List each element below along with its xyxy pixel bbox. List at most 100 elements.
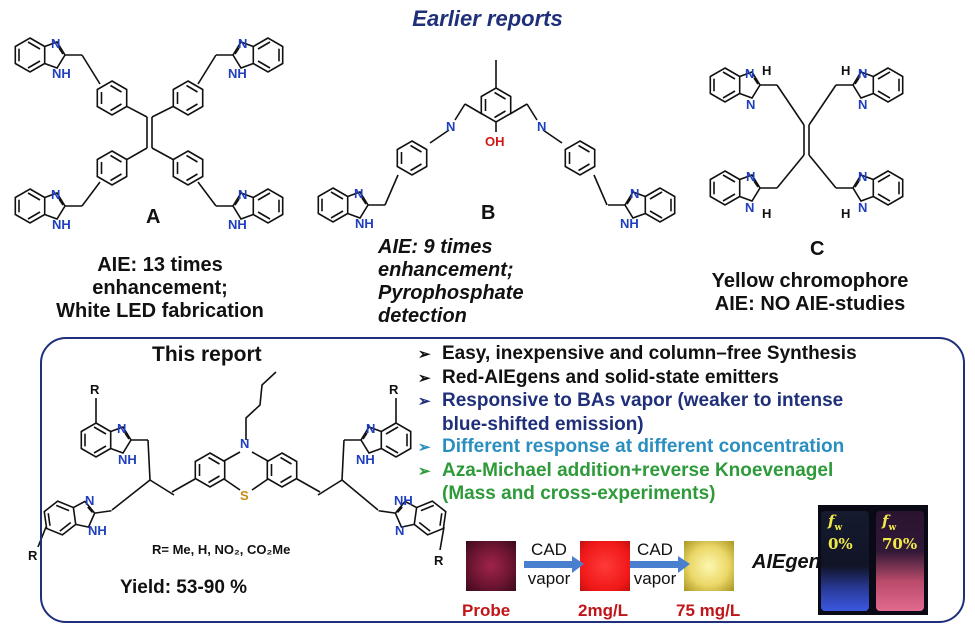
atom-nh: NH: [394, 493, 413, 508]
page-title: Earlier reports: [412, 6, 563, 31]
vial-percent: 70%: [882, 535, 918, 553]
atom-n: N: [858, 169, 867, 184]
sample-label-2mgL: 2mg/L: [578, 601, 629, 620]
atom-n: N: [745, 200, 754, 215]
fw-symbol: f: [882, 512, 889, 530]
caption-line: AIE: 13 times enhancement;: [92, 254, 228, 299]
caption-line: White LED fabrication: [56, 300, 264, 322]
atom-nh: NH: [355, 216, 374, 231]
atom-n: N: [51, 36, 60, 51]
atom-n: N: [858, 200, 867, 215]
feature-item: ➢ Aza-Michael addition+reverse Knoevenage…: [418, 460, 973, 484]
atom-nh: NH: [620, 216, 639, 231]
atom-h: H: [841, 206, 850, 221]
feature-item: ➢ Different response at different concent…: [418, 436, 973, 460]
report-title: This report: [152, 343, 262, 366]
atom-s: S: [240, 488, 249, 503]
sample-label-probe: Probe: [462, 601, 511, 620]
atom-n: N: [630, 186, 639, 201]
cad-vapor-arrow-2: CAD vapor: [626, 540, 690, 588]
atom-n: N: [746, 97, 755, 112]
cad-vapor-arrow-1: CAD vapor: [520, 540, 584, 588]
compound-a-label: A: [146, 206, 161, 228]
yield-label: Yield: 53-90 %: [120, 577, 248, 598]
vials-photo: fw 0% fw 70%: [818, 505, 928, 615]
arrow-bullet-icon: ➢: [418, 369, 431, 387]
vial-0: [821, 511, 869, 611]
atom-h: H: [841, 63, 850, 78]
arrow-bullet-icon: ➢: [418, 439, 431, 456]
feature-list: ➢ Easy, inexpensive and column–free Synth…: [418, 343, 973, 506]
atom-n: N: [858, 97, 867, 112]
this-report-panel: [40, 337, 965, 623]
atom-r: R: [90, 382, 100, 397]
arrow-bullet-icon: ➢: [418, 462, 431, 480]
atom-h: H: [762, 206, 771, 221]
feature-text: Responsive to BAs vapor (weaker to inten…: [442, 390, 844, 411]
arrow-label: CAD: [531, 540, 567, 559]
atom-h: H: [762, 63, 771, 78]
feature-text: Easy, inexpensive and column–free Synthe…: [442, 343, 857, 364]
atom-n: N: [85, 493, 94, 508]
substituent-list: R= Me, H, NO₂, CO₂Me: [152, 542, 291, 557]
feature-text: Different response at different concentr…: [442, 436, 845, 457]
arrow-label: CAD: [637, 540, 673, 559]
atom-n: N: [238, 36, 247, 51]
feature-continuation: (Mass and cross-experiments): [442, 483, 716, 504]
atom-r: R: [434, 553, 444, 568]
sample-label-75mgL: 75 mg/L: [676, 601, 741, 620]
vial-percent: 0%: [828, 535, 853, 553]
atom-nh: NH: [228, 66, 247, 81]
probe-75mgL-photo: [684, 541, 734, 591]
atom-r: R: [389, 382, 399, 397]
arrow-label: vapor: [633, 569, 677, 588]
atom-n: N: [446, 119, 455, 134]
atom-n: N: [354, 186, 363, 201]
arrow-bullet-icon: ➢: [418, 393, 431, 410]
caption-line: AIE: 9 times enhancement;: [378, 236, 514, 281]
probe-photo: [466, 541, 516, 591]
atom-n: N: [395, 523, 404, 538]
vial-70: [876, 511, 924, 611]
caption-line: Pyrophosphate detection: [378, 282, 524, 327]
feature-text: Red-AIEgens and solid-state emitters: [442, 366, 779, 388]
atom-nh: NH: [52, 66, 71, 81]
compound-a-structure: N NH N NH N NH N NH: [14, 36, 284, 232]
atom-nh: NH: [118, 452, 137, 467]
atom-r: R: [28, 548, 38, 563]
fw-symbol: f: [828, 512, 835, 530]
compound-a-caption: AIE: 13 times enhancement; White LED fab…: [30, 254, 290, 323]
feature-continuation: blue-shifted emission): [442, 413, 644, 435]
vial-70-label: fw 70%: [882, 513, 917, 552]
atom-nh: NH: [356, 452, 375, 467]
caption-line: AIE: NO AIE-studies: [714, 293, 906, 315]
fw-subscript: w: [834, 523, 843, 533]
compound-b-caption: AIE: 9 times enhancement; Pyrophosphate …: [378, 236, 618, 328]
atom-n: N: [746, 169, 755, 184]
right-arrow-icon: [630, 556, 690, 573]
atom-n: N: [238, 187, 247, 202]
atom-n: N: [366, 421, 375, 436]
atom-n: N: [537, 119, 546, 134]
atom-n: N: [858, 66, 867, 81]
compound-b-structure: N N OH N NH N NH: [317, 60, 676, 231]
atom-n: N: [117, 421, 126, 436]
feature-text: Aza-Michael addition+reverse Knoevenagel: [442, 459, 834, 481]
atom-n: N: [745, 66, 754, 81]
aiegen-label: AIEgen: [752, 551, 821, 573]
feature-item: ➢ Easy, inexpensive and column–free Synth…: [418, 343, 973, 367]
atom-nh: NH: [88, 523, 107, 538]
compound-c-label: C: [810, 238, 825, 260]
atom-oh: OH: [485, 134, 505, 149]
atom-nh: NH: [52, 217, 71, 232]
vial-0-label: fw 0%: [828, 513, 853, 552]
arrow-bullet-icon: ➢: [418, 346, 431, 363]
compound-c-structure: N H N N H N N N H N N H: [709, 63, 904, 221]
probe-2mgL-photo: [580, 541, 630, 591]
feature-item: ➢ Responsive to BAs vapor (weaker to inte…: [418, 390, 973, 414]
atom-n: N: [240, 436, 249, 451]
fw-subscript: w: [888, 523, 897, 533]
compound-c-caption: Yellow chromophore AIE: NO AIE-studies: [690, 270, 930, 316]
caption-line: Yellow chromophore: [711, 270, 909, 292]
